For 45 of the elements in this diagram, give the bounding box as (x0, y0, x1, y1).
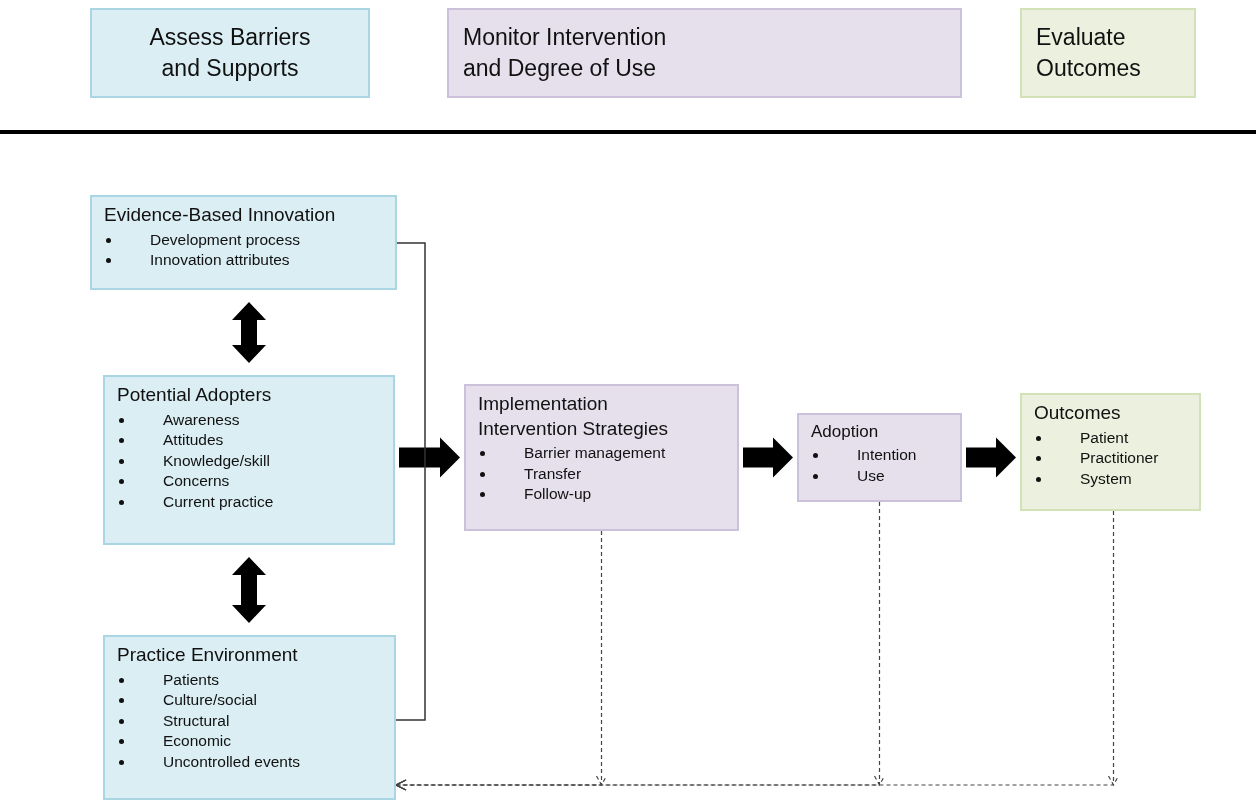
box-heading: Implementation Intervention Strategies (478, 392, 670, 441)
process-box (90, 195, 397, 290)
process-box (464, 384, 739, 531)
stage-box (447, 8, 962, 98)
bullet-item: Patients (163, 670, 219, 688)
block-arrow (399, 437, 460, 478)
box-heading: Potential Adopters (117, 383, 273, 407)
stage-title: Evaluate Outcomes (1036, 22, 1142, 83)
bullet-item: Innovation attributes (150, 251, 290, 269)
process-box (103, 375, 395, 545)
bullet-item: Attitudes (163, 431, 224, 449)
process-box (1020, 393, 1201, 511)
box-heading: Evidence-Based Innovation (104, 203, 337, 227)
bullet-item: System (1080, 469, 1132, 487)
stage-box (1020, 8, 1196, 98)
box-heading: Outcomes (1034, 401, 1122, 425)
block-arrow (232, 557, 266, 623)
bullet-item: Economic (163, 732, 232, 750)
bullet-item: Current practice (163, 492, 274, 510)
bullet-item: Knowledge/skill (163, 451, 270, 469)
box-heading: Adoption (811, 421, 880, 443)
bullet-item: Barrier management (524, 444, 666, 462)
feedback-arrow (395, 510, 1120, 791)
stage-box (90, 8, 370, 98)
bullet-item: Awareness (163, 410, 240, 428)
bullet-item: Development process (150, 230, 300, 248)
bullet-item: Follow-up (524, 485, 592, 503)
stage-title: Monitor Intervention and Degree of Use (463, 22, 668, 83)
bullet-item: Structural (163, 711, 230, 729)
bullet-item: Culture/social (163, 691, 257, 709)
stage-title: Assess Barriers and Supports (148, 22, 312, 83)
bullet-item: Intention (857, 446, 917, 464)
box-heading: Practice Environment (117, 643, 299, 667)
bracket-line (395, 242, 426, 721)
bullet-item: Practitioner (1080, 449, 1159, 467)
bullet-item: Concerns (163, 472, 230, 490)
bullet-item: Patient (1080, 428, 1129, 446)
process-box (797, 413, 962, 502)
block-arrow (232, 302, 266, 363)
bullet-item: Uncontrolled events (163, 752, 300, 770)
block-arrow (743, 437, 793, 478)
block-arrow (966, 437, 1016, 478)
bullet-item: Transfer (524, 464, 582, 482)
bullet-item: Use (857, 466, 885, 484)
process-box (103, 635, 396, 800)
